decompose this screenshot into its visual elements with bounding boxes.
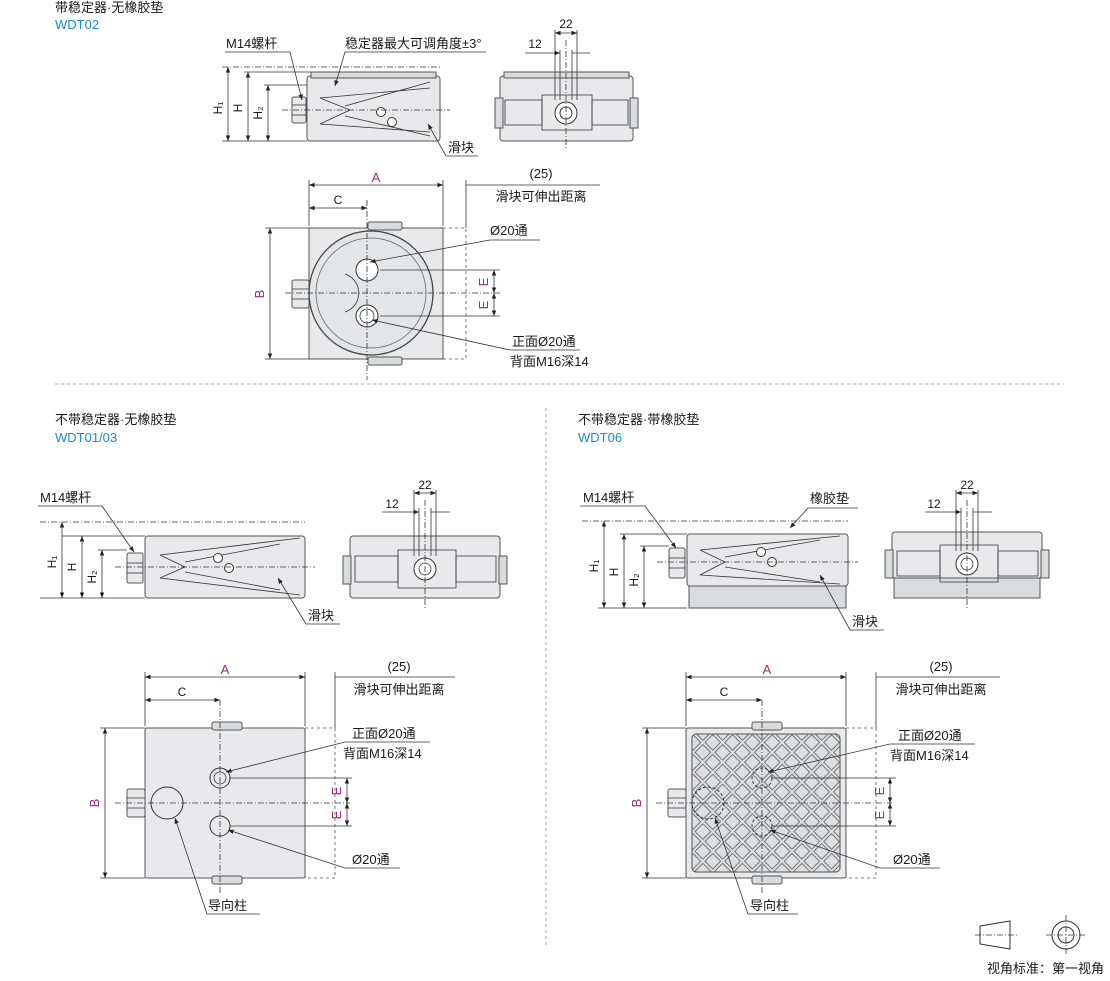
- hole-label: Ø20通: [490, 223, 528, 238]
- dim-12: 12: [927, 497, 941, 511]
- concentric-circles-icon: [1046, 915, 1086, 955]
- dim-h1: H₁: [587, 560, 601, 573]
- section-wdt02: 带稳定器·无橡胶垫 WDT02 H₁ H: [55, 0, 639, 380]
- slider-label: 滑块: [448, 140, 474, 155]
- hole-label: Ø20通: [893, 852, 931, 867]
- dim-12: 12: [528, 37, 542, 51]
- section-title: 不带稳定器·无橡胶垫: [55, 412, 176, 427]
- side-view: H₁ H H₂ M14螺杆 滑块: [38, 490, 340, 625]
- dim-h: H: [607, 568, 621, 577]
- side-view: H₁ H H₂ M14螺杆 稳定器最大可调角度±3° 滑块: [211, 36, 486, 157]
- dim-22: 22: [418, 478, 432, 492]
- dim-22: 22: [960, 478, 974, 492]
- dim-h: H: [231, 104, 245, 113]
- dim-22: 22: [559, 17, 573, 31]
- stabilizer-label: 稳定器最大可调角度±3°: [345, 36, 482, 51]
- dim-e1: E: [329, 786, 344, 795]
- dim-h1: H₁: [45, 556, 59, 569]
- back-thread-label: 背面M16深14: [890, 748, 969, 763]
- section-wdt06: 不带稳定器·带橡胶垫 WDT06 H₁ H H₂ M14螺杆: [578, 412, 1050, 915]
- projection-label: 视角标准：第一视角: [987, 961, 1104, 976]
- dim-a: A: [372, 170, 381, 185]
- model-number: WDT06: [578, 430, 622, 445]
- dim-e1: E: [476, 277, 491, 286]
- slider-label: 滑块: [852, 614, 878, 629]
- front-hole-label: 正面Ø20通: [898, 728, 962, 743]
- dim-h1: H₁: [211, 102, 225, 115]
- guide-post-label: 导向柱: [208, 898, 247, 913]
- dim-e2: E: [872, 810, 887, 819]
- ext-value: (25): [387, 659, 410, 674]
- guide-post-label: 导向柱: [750, 898, 789, 913]
- dim-h2: H₂: [85, 570, 99, 584]
- dim-a: A: [221, 662, 230, 677]
- front-hole-label: 正面Ø20通: [512, 334, 576, 349]
- truncated-cone-icon: [975, 920, 1018, 950]
- back-thread-label: 背面M16深14: [510, 354, 589, 369]
- hole-label: Ø20通: [352, 852, 390, 867]
- dim-h: H: [65, 563, 79, 572]
- slider-label: 滑块: [308, 608, 334, 623]
- dim-h2: H₂: [627, 573, 641, 587]
- bolt-label: M14螺杆: [40, 490, 91, 505]
- projection-symbol: 视角标准：第一视角: [975, 915, 1104, 976]
- dim-c: C: [720, 685, 729, 699]
- dim-e2: E: [329, 810, 344, 819]
- ext-label: 滑块可伸出距离: [353, 682, 444, 697]
- dim-c: C: [334, 193, 343, 207]
- front-view: 22 12: [342, 478, 508, 610]
- ext-label: 滑块可伸出距离: [895, 682, 986, 697]
- side-view: H₁ H H₂ M14螺杆 橡胶垫 滑块: [580, 490, 884, 631]
- dim-c: C: [178, 685, 187, 699]
- section-title: 不带稳定器·带橡胶垫: [578, 412, 699, 427]
- model-number: WDT02: [55, 17, 99, 32]
- ext-value: (25): [529, 166, 552, 181]
- model-number: WDT01/03: [55, 430, 117, 445]
- dim-b: B: [87, 799, 102, 808]
- bolt-label: M14螺杆: [583, 490, 634, 505]
- rubber-pad-label: 橡胶垫: [810, 491, 849, 506]
- dim-12: 12: [385, 497, 399, 511]
- dim-b: B: [252, 290, 267, 299]
- front-view: 22 12: [494, 17, 639, 150]
- section-title: 带稳定器·无橡胶垫: [55, 0, 163, 15]
- dim-b: B: [629, 799, 644, 808]
- dim-e2: E: [476, 300, 491, 309]
- front-hole-label: 正面Ø20通: [352, 726, 416, 741]
- top-view: A C (25) 滑块可伸出距离 B E E 正面Ø20通 背面M16深14 Ø…: [87, 659, 455, 915]
- dim-h2: H₂: [251, 106, 265, 120]
- dim-e1: E: [872, 786, 887, 795]
- ext-label: 滑块可伸出距离: [495, 189, 586, 204]
- front-view: 22 12: [884, 478, 1050, 608]
- bolt-label: M14螺杆: [226, 36, 277, 51]
- top-view: A C (25) 滑块可伸出距离 B E E 正面Ø20通 背面M16深14 Ø…: [629, 659, 1000, 915]
- back-thread-label: 背面M16深14: [343, 746, 422, 761]
- section-wdt01: 不带稳定器·无橡胶垫 WDT01/03 H₁ H H₂ M14螺杆: [38, 412, 508, 915]
- ext-value: (25): [929, 659, 952, 674]
- dim-a: A: [763, 662, 772, 677]
- top-view: A C (25) 滑块可伸出距离 B E E Ø20通 正面Ø20通 背面M16…: [252, 166, 600, 380]
